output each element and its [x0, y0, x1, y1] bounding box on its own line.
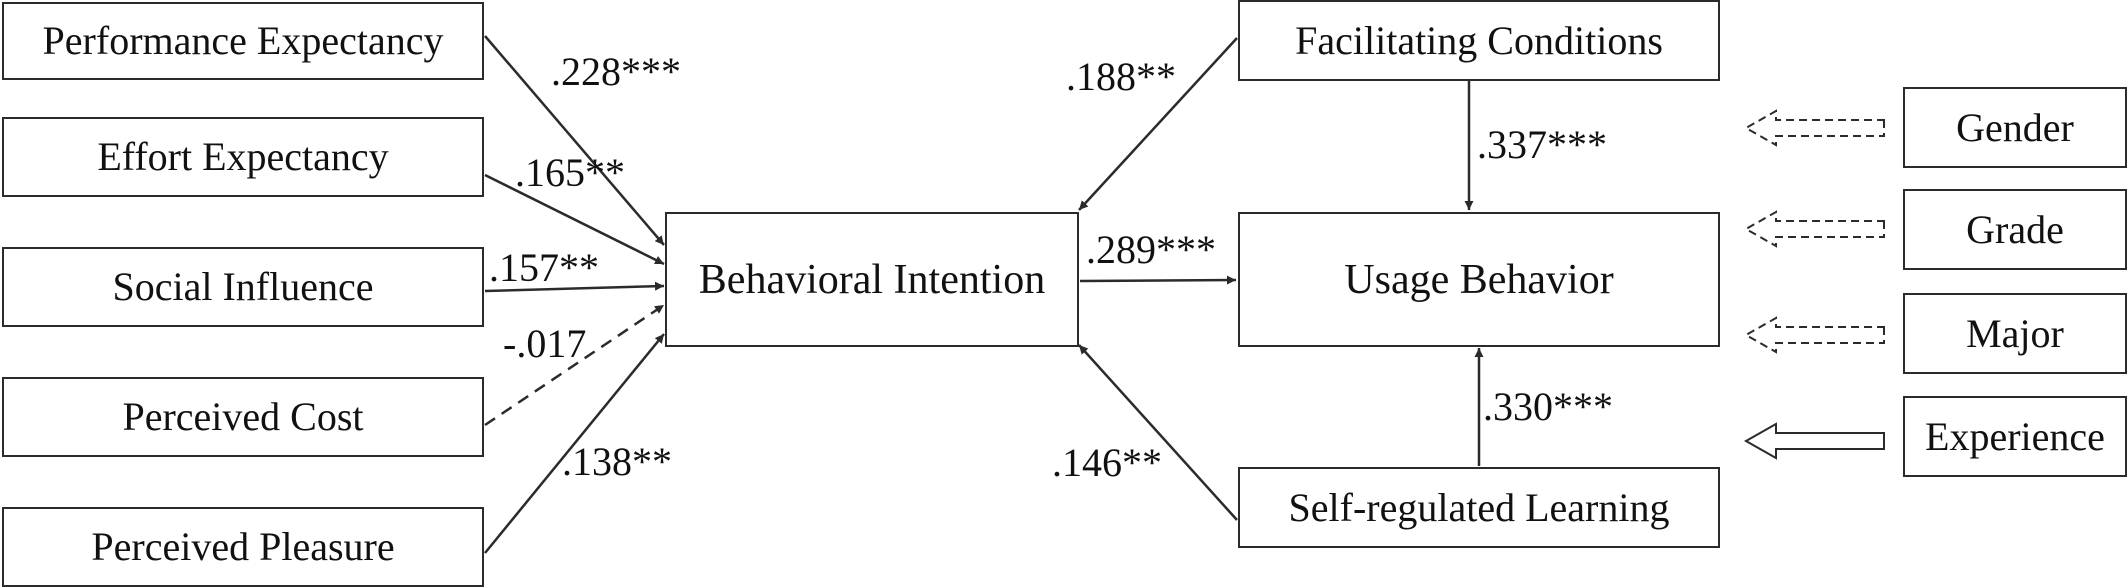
- box-facilitating-conditions: Facilitating Conditions: [1238, 0, 1720, 81]
- coef-pp-bi: .138**: [562, 439, 672, 484]
- moderator-arrow-gender: [1743, 109, 1885, 147]
- label-moderator-grade: Grade: [1966, 206, 2064, 252]
- path-fc-bi: [1078, 37, 1238, 211]
- coef-si-bi: .157**: [489, 245, 599, 290]
- box-usage-behavior: Usage Behavior: [1238, 212, 1720, 347]
- coef-bi-ub: .289***: [1086, 227, 1216, 272]
- box-perceived-cost: Perceived Cost: [2, 377, 484, 457]
- path-bi-ub: [1079, 275, 1237, 285]
- label-moderator-major: Major: [1966, 310, 2064, 356]
- coef-pc-bi: -.017: [503, 321, 587, 366]
- path-ee-bi: [484, 173, 665, 266]
- label-behavioral-intention: Behavioral Intention: [698, 256, 1046, 303]
- moderator-arrow-experience: [1743, 422, 1885, 460]
- coef-fc-bi: .188**: [1066, 54, 1176, 99]
- label-self-regulated-learning: Self-regulated Learning: [1288, 484, 1670, 530]
- box-moderator-major: Major: [1903, 293, 2127, 374]
- box-moderator-grade: Grade: [1903, 189, 2127, 270]
- label-usage-behavior: Usage Behavior: [1344, 256, 1614, 303]
- box-social-influence: Social Influence: [2, 247, 484, 327]
- coef-pe-bi: .228***: [551, 49, 681, 94]
- label-facilitating-conditions: Facilitating Conditions: [1295, 17, 1663, 63]
- coef-fc-ub: .337***: [1477, 122, 1607, 167]
- path-pp-bi: [484, 333, 665, 554]
- box-moderator-experience: Experience: [1903, 396, 2127, 477]
- path-srl-bi: [1078, 344, 1238, 521]
- label-perceived-pleasure: Perceived Pleasure: [91, 524, 395, 569]
- box-self-regulated-learning: Self-regulated Learning: [1238, 467, 1720, 548]
- moderator-arrow-grade: [1743, 210, 1885, 248]
- box-perceived-pleasure: Perceived Pleasure: [2, 507, 484, 587]
- coef-srl-bi: .146**: [1052, 440, 1162, 485]
- path-pe-bi: [484, 35, 665, 246]
- label-effort-expectancy: Effort Expectancy: [97, 134, 389, 179]
- label-perceived-cost: Perceived Cost: [122, 394, 364, 439]
- label-moderator-gender: Gender: [1956, 104, 2074, 150]
- coef-srl-ub: .330***: [1483, 384, 1613, 429]
- box-behavioral-intention: Behavioral Intention: [665, 212, 1079, 347]
- moderator-arrow-major: [1743, 316, 1885, 354]
- label-performance-expectancy: Performance Expectancy: [42, 18, 444, 63]
- coef-ee-bi: .165**: [515, 150, 625, 195]
- label-moderator-experience: Experience: [1925, 413, 2105, 459]
- box-moderator-gender: Gender: [1903, 87, 2127, 168]
- label-social-influence: Social Influence: [112, 264, 374, 309]
- path-si-bi: [484, 281, 665, 293]
- path-pc-bi: [484, 303, 665, 427]
- box-performance-expectancy: Performance Expectancy: [2, 2, 484, 80]
- box-effort-expectancy: Effort Expectancy: [2, 117, 484, 197]
